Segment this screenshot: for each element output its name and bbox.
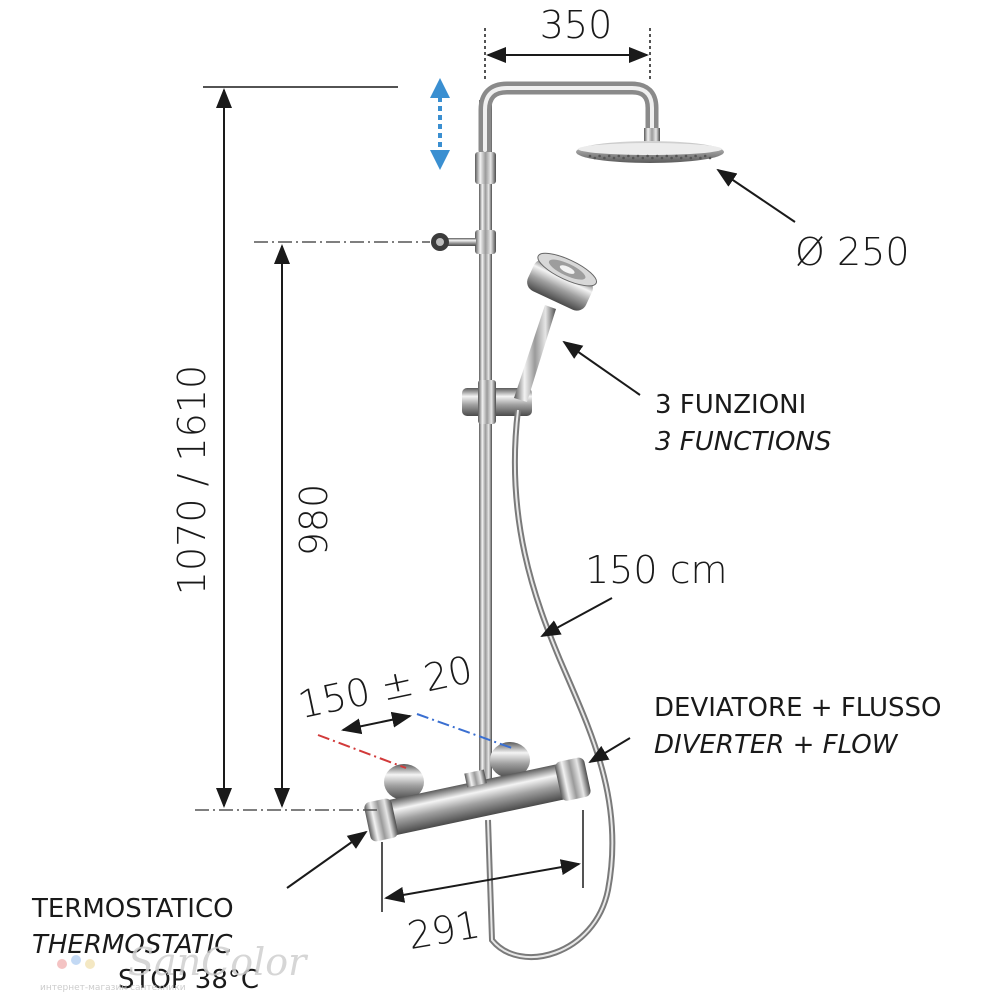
diverter-label-it: DEVIATORE + FLUSSO — [654, 693, 941, 723]
nozzle-dot — [699, 156, 702, 160]
overhead-shower-head — [576, 128, 724, 163]
inlet-spacing-value: 150 ± 20 — [294, 647, 476, 727]
nozzle-dot — [641, 156, 645, 160]
shower-nozzles — [588, 154, 712, 160]
total-height-value: 1070 / 1610 — [170, 365, 214, 595]
nozzle-dot — [588, 154, 592, 158]
nozzle-dot — [679, 156, 683, 160]
holder-height-value: 980 — [292, 484, 336, 557]
watermark-brand: SanColor — [128, 940, 309, 984]
dimension-mixer-width: 291 — [381, 810, 584, 958]
diverter-label-en: DIVERTER + FLOW — [654, 730, 899, 760]
nozzle-dot — [593, 156, 597, 160]
nozzle-dot — [660, 156, 664, 160]
nozzle-dot — [598, 154, 601, 158]
nozzle-dot — [684, 154, 688, 158]
nozzle-dot — [675, 154, 678, 158]
nozzle-dot — [708, 156, 712, 160]
label-hand-shower-functions: 3 FUNZIONI 3 FUNCTIONS — [562, 340, 831, 457]
watermark: SanColor интернет-магазин сантехники — [40, 940, 309, 993]
nozzle-dot — [607, 154, 611, 158]
dimension-holder-height: 980 — [254, 241, 430, 808]
dimension-inlet-spacing: 150 ± 20 — [294, 647, 476, 735]
thermostatic-stop-label: STOP 38°C — [118, 965, 259, 995]
mixer-width-value: 291 — [404, 902, 483, 958]
shower-column — [431, 81, 659, 800]
nozzle-dot — [627, 154, 630, 158]
nozzle-dot — [665, 154, 669, 158]
nozzle-dot — [689, 156, 693, 160]
hose-length-value: 150 cm — [585, 548, 728, 592]
nozzle-dot — [694, 154, 697, 158]
nozzle-dot — [646, 154, 649, 158]
nozzle-dot — [617, 154, 621, 158]
nozzle-dot — [670, 156, 673, 160]
hand-shower-label-en: 3 FUNCTIONS — [655, 427, 831, 457]
dimension-arm-length: 350 — [484, 3, 651, 82]
nozzle-dot — [631, 156, 635, 160]
nozzle-dot — [603, 156, 606, 160]
dimension-head-diameter: Ø 250 — [716, 168, 910, 274]
nozzle-dot — [636, 154, 640, 158]
arm-length-value: 350 — [540, 3, 613, 47]
nozzle-dot — [703, 154, 707, 158]
thermostatic-label-en: THERMOSTATIC — [32, 930, 233, 960]
label-thermostatic: TERMOSTATICO THERMOSTATIC STOP 38°C — [31, 830, 368, 995]
thermostatic-mixer — [364, 742, 591, 842]
nozzle-dot — [612, 156, 616, 160]
hand-shower — [462, 252, 597, 424]
hand-shower-label-it: 3 FUNZIONI — [655, 390, 806, 420]
shower-hose — [485, 409, 616, 960]
dimension-hose-length: 150 cm — [540, 548, 728, 637]
nozzle-dot — [622, 156, 625, 160]
nozzle-dot — [655, 154, 659, 158]
nozzle-dot — [651, 156, 654, 160]
thermostatic-label-it: TERMOSTATICO — [31, 894, 234, 924]
dimension-total-height: 1070 / 1610 — [170, 86, 398, 808]
head-diameter-value: Ø 250 — [795, 230, 910, 274]
watermark-tagline: интернет-магазин сантехники — [40, 983, 186, 993]
label-diverter: DEVIATORE + FLUSSO DIVERTER + FLOW — [588, 693, 941, 764]
